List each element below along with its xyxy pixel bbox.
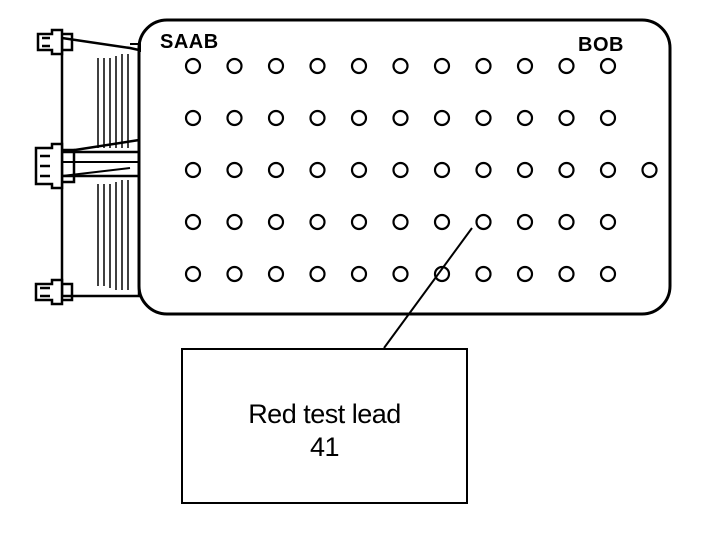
- test-point-hole: [558, 57, 575, 75]
- test-point-hole: [226, 213, 243, 231]
- test-point-hole: [309, 109, 326, 127]
- leader-line: [383, 227, 473, 349]
- test-point-hole: [599, 161, 617, 179]
- test-point-hole: [350, 161, 368, 179]
- test-point-hole: [475, 265, 492, 283]
- test-point-hole: [433, 57, 451, 75]
- plug-tip-middle: [34, 142, 76, 190]
- connector-assembly: [34, 28, 141, 306]
- brand-label-left: SAAB: [160, 31, 219, 53]
- test-point-hole: [184, 213, 202, 231]
- test-point-hole: [558, 213, 575, 231]
- test-point-hole: [558, 265, 575, 283]
- test-point-hole: [392, 109, 409, 127]
- test-point-hole: [433, 213, 451, 231]
- test-point-hole: [267, 109, 285, 127]
- test-point-hole: [433, 161, 451, 179]
- test-point-hole: [516, 265, 534, 283]
- callout-box: Red test lead 41: [181, 348, 468, 504]
- test-point-hole: [309, 213, 326, 231]
- test-point-hole: [350, 213, 368, 231]
- lower-grip: [97, 180, 129, 290]
- test-point-hole: [475, 213, 492, 231]
- test-point-hole: [184, 161, 202, 179]
- test-point-hole: [641, 161, 658, 179]
- test-point-hole: [599, 265, 617, 283]
- test-point-hole: [309, 265, 326, 283]
- test-point-hole: [392, 57, 409, 75]
- test-point-hole: [184, 57, 202, 75]
- upper-grip: [97, 54, 129, 148]
- test-point-hole: [516, 109, 534, 127]
- brand-label-right: BOB: [578, 34, 624, 56]
- plug-tip-bottom: [34, 278, 74, 306]
- test-point-hole: [184, 265, 202, 283]
- test-point-hole: [226, 161, 243, 179]
- plug-tip-top: [36, 28, 74, 56]
- test-point-hole: [267, 213, 285, 231]
- test-point-hole: [350, 57, 368, 75]
- test-point-hole: [599, 213, 617, 231]
- test-point-hole: [433, 265, 451, 283]
- test-point-hole: [267, 161, 285, 179]
- test-point-grid: [184, 57, 658, 283]
- test-point-hole: [309, 57, 326, 75]
- test-point-hole: [599, 57, 617, 75]
- test-point-hole: [392, 213, 409, 231]
- callout-text: Red test lead 41: [183, 398, 466, 464]
- test-point-hole: [267, 57, 285, 75]
- test-point-hole: [558, 161, 575, 179]
- lower-plug: [62, 174, 141, 298]
- test-point-hole: [516, 161, 534, 179]
- test-point-hole: [599, 109, 617, 127]
- test-point-hole: [309, 161, 326, 179]
- test-point-hole: [558, 109, 575, 127]
- test-point-hole: [226, 109, 243, 127]
- callout-number: 41: [309, 432, 340, 462]
- test-point-hole: [184, 109, 202, 127]
- test-point-hole: [475, 109, 492, 127]
- test-point-hole: [392, 161, 409, 179]
- test-point-hole: [475, 161, 492, 179]
- callout-label: Red test lead: [248, 399, 401, 429]
- test-point-hole: [350, 265, 368, 283]
- test-point-hole: [516, 213, 534, 231]
- test-point-hole: [433, 109, 451, 127]
- test-point-hole: [392, 265, 409, 283]
- test-point-hole: [350, 109, 368, 127]
- test-point-hole: [226, 57, 243, 75]
- test-point-hole: [475, 57, 492, 75]
- test-point-hole: [516, 57, 534, 75]
- test-point-hole: [267, 265, 285, 283]
- test-point-hole: [226, 265, 243, 283]
